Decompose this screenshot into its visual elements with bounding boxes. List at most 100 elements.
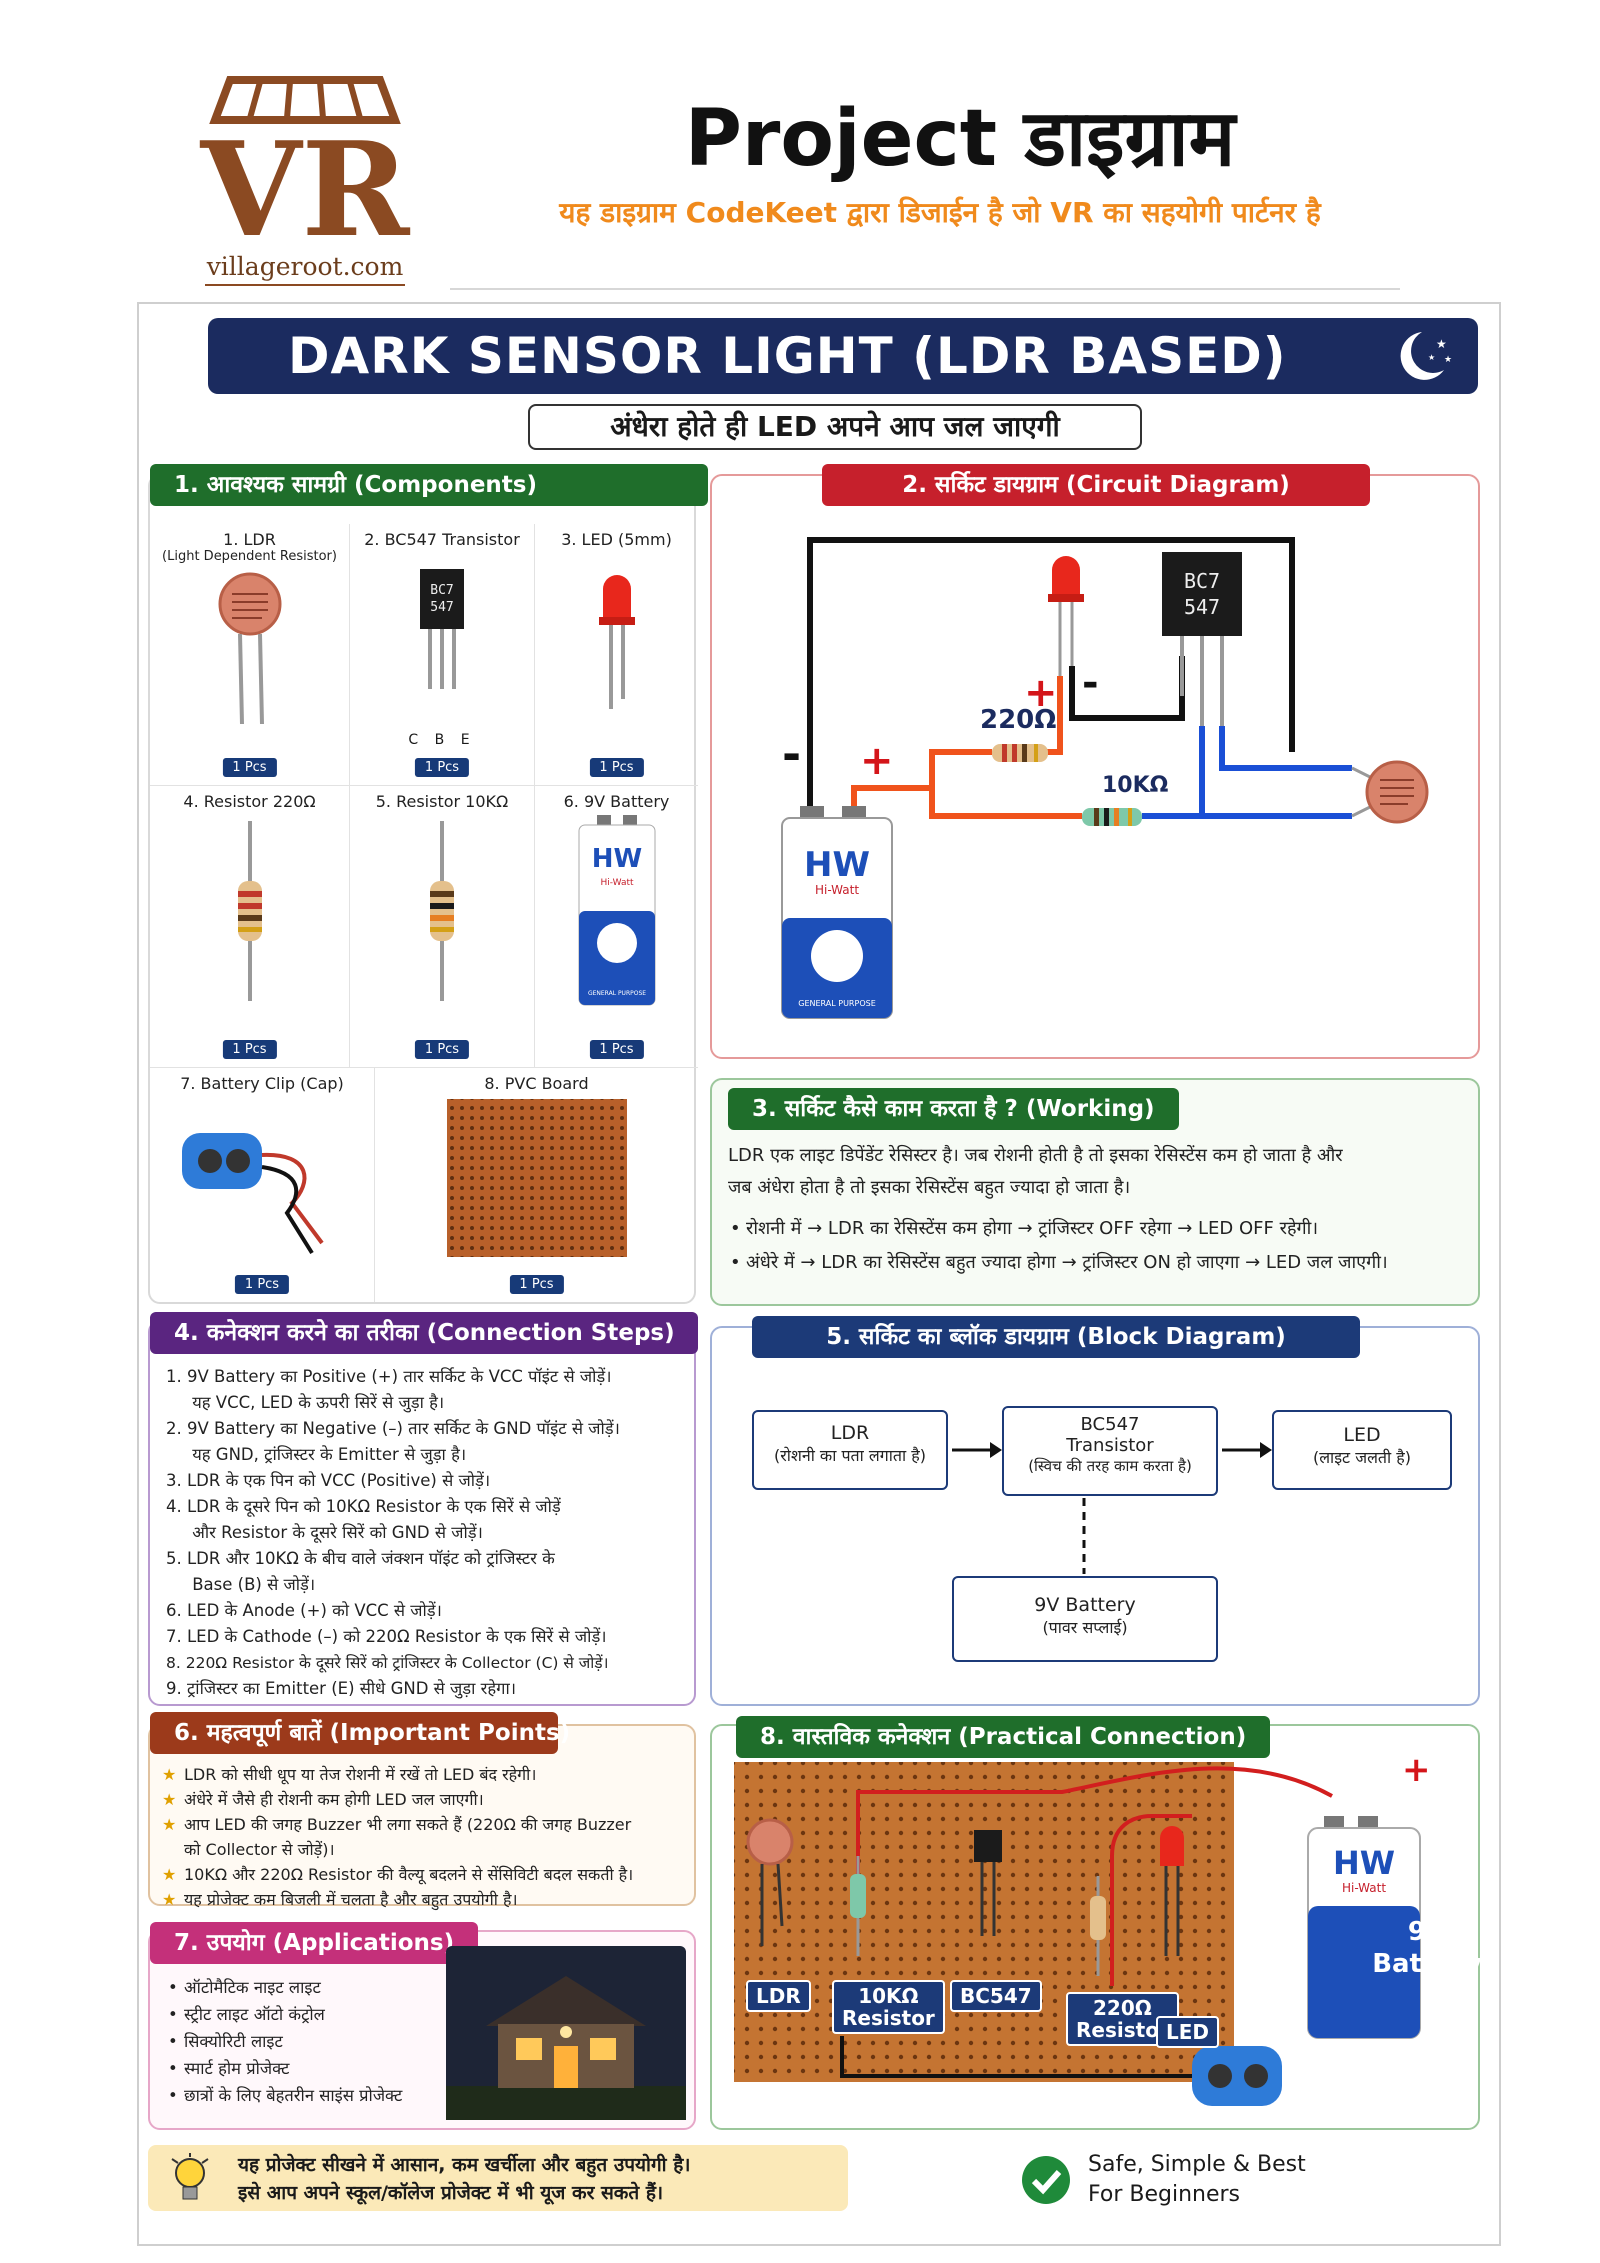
moon-icon: ★ ★ ★	[1400, 332, 1452, 380]
svg-text:+: +	[1024, 670, 1058, 716]
svg-text:10KΩ: 10KΩ	[1102, 773, 1169, 798]
component-sub: (Light Dependent Resistor)	[162, 549, 337, 564]
svg-text:GENERAL PURPOSE: GENERAL PURPOSE	[798, 999, 876, 1008]
component-resistor-10k: 5. Resistor 10KΩ 1 Pcs	[350, 786, 535, 1068]
pvc-board-icon	[446, 1099, 627, 1257]
step-line: 3. LDR के एक पिन को VCC (Positive) से जो…	[166, 1471, 491, 1490]
battery-brand: HW	[591, 844, 641, 874]
qty-badge: 1 Pcs	[509, 1275, 564, 1294]
star-icon: ★	[162, 1815, 177, 1834]
svg-text:220Ω: 220Ω	[980, 705, 1056, 735]
component-battery: 6. 9V Battery HW Hi-Watt GENERAL PURPOSE…	[535, 786, 698, 1068]
points-heading: 6. महत्वपूर्ण बातें (Important Points)	[150, 1712, 570, 1754]
poster-frame	[137, 302, 1501, 2246]
circuit-diagram: HW Hi-Watt GENERAL PURPOSE - + 220Ω + - …	[781, 537, 1429, 1019]
component-name: 8. PVC Board	[484, 1074, 589, 1093]
points-section: 6. महत्वपूर्ण बातें (Important Points) ★…	[148, 1712, 696, 1909]
step-line: 6. LED के Anode (+) को VCC से जोड़ें।	[166, 1601, 442, 1620]
practical-heading: 8. वास्तविक कनेक्शन (Practical Connectio…	[736, 1716, 1271, 1758]
step-line: 7. LED के Cathode (–) को 220Ω Resistor क…	[166, 1627, 607, 1646]
component-name: 4. Resistor 220Ω	[183, 792, 316, 811]
step-line: 8. 220Ω Resistor के दूसरे सिरें को ट्रां…	[166, 1654, 609, 1672]
block-battery: 9V Battery (पावर सप्लाई)	[952, 1576, 1218, 1662]
tag-bc547: BC547	[950, 1980, 1042, 2012]
svg-text:-: -	[782, 727, 801, 781]
qty-badge: 1 Pcs	[589, 758, 644, 777]
header-divider	[450, 288, 1400, 290]
practical-plus: +	[1402, 1750, 1431, 1790]
badge-line-2: For Beginners	[1088, 2182, 1241, 2207]
block-led-title: LED	[1343, 1424, 1381, 1446]
working-para-2: जब अंधेरा होता है तो इसका रेसिस्टेंस बहु…	[728, 1177, 1131, 1198]
component-name: 2. BC547 Transistor	[364, 530, 520, 549]
page-title: Project डाइग्राम	[684, 94, 1236, 184]
circuit-heading: 2. सर्किट डायग्राम (Circuit Diagram)	[822, 464, 1370, 506]
svg-text:Hi-Watt: Hi-Watt	[1342, 1881, 1386, 1895]
block-bat-title: 9V Battery	[1034, 1594, 1136, 1616]
list-item: अंधेरे में → LDR का रेसिस्टेंस बहुत ज्या…	[728, 1246, 1478, 1280]
practical-photo: HW Hi-Watt	[734, 1762, 1421, 2106]
point-item: को Collector से जोड़ें)।	[184, 1840, 335, 1859]
point-item: ★अंधेरे में जैसे ही रोशनी कम होगी LED जल…	[162, 1787, 692, 1812]
qty-badge: 1 Pcs	[222, 1040, 277, 1059]
qty-badge: 1 Pcs	[414, 758, 470, 777]
working-heading: 3. सर्किट कैसे काम करता है ? (Working)	[728, 1088, 1179, 1130]
block-led: LED (लाइट जलती है)	[1272, 1410, 1452, 1490]
site-url: villageroot.com	[206, 252, 404, 281]
svg-text:BC7: BC7	[430, 583, 453, 598]
point-item: ★यह प्रोजेक्ट कम बिजली में चलता है और बह…	[162, 1887, 692, 1912]
circuit-section: 2. सर्किट डायग्राम (Circuit Diagram) HW …	[710, 464, 1480, 1059]
house-night-image	[446, 1946, 686, 2120]
qty-badge: 1 Pcs	[589, 1040, 644, 1059]
applications-heading: 7. उपयोग (Applications)	[150, 1922, 479, 1964]
footer-line-1: यह प्रोजेक्ट सीखने में आसान, कम खर्चीला …	[238, 2154, 691, 2176]
svg-text:★: ★	[1428, 353, 1436, 362]
page-subtitle: यह डाइग्राम CodeKeet द्वारा डिजाईन है जो…	[559, 196, 1321, 229]
lightbulb-icon	[171, 2153, 209, 2200]
svg-text:★: ★	[1436, 337, 1448, 351]
block-tr-title: BC547	[1080, 1414, 1140, 1435]
project-banner: DARK SENSOR LIGHT (LDR BASED) PROJECT ★ …	[208, 318, 1478, 461]
svg-text:547: 547	[1184, 595, 1220, 619]
working-section: 3. सर्किट कैसे काम करता है ? (Working) L…	[710, 1078, 1480, 1306]
block-transistor: BC547 Transistor (स्विच की तरह काम करता …	[1002, 1406, 1218, 1496]
badge-line-1: Safe, Simple & Best	[1088, 2152, 1306, 2177]
component-ldr: 1. LDR (Light Dependent Resistor) 1 Pcs	[150, 524, 350, 786]
led-icon	[598, 575, 635, 709]
component-name: 1. LDR	[223, 530, 276, 549]
block-led-sub: (लाइट जलती है)	[1312, 1448, 1412, 1467]
component-name: 6. 9V Battery	[563, 792, 670, 811]
application-item: छात्रों के लिए बेहतरीन साइंस प्रोजेक्ट	[166, 2082, 446, 2109]
component-name: 7. Battery Clip (Cap)	[180, 1074, 344, 1093]
logo-underline	[205, 284, 405, 286]
tag-led: LED	[1156, 2016, 1220, 2048]
logo-letters: VR	[200, 113, 411, 266]
application-item: सिक्योरिटी लाइट	[166, 2028, 446, 2055]
block-section: 5. सर्किट का ब्लॉक डायग्राम (Block Diagr…	[710, 1316, 1480, 1706]
footer-note: यह प्रोजेक्ट सीखने में आसान, कम खर्चीला …	[148, 2145, 848, 2211]
applications-list: ऑटोमैटिक नाइट लाइट स्ट्रीट लाइट ऑटो कंट्…	[166, 1974, 446, 2109]
component-name: 5. Resistor 10KΩ	[375, 792, 509, 811]
star-icon: ★	[162, 1865, 177, 1884]
star-icon: ★	[162, 1765, 177, 1784]
tag-10k: 10KΩ Resistor	[832, 1980, 945, 2034]
svg-text:-: -	[1082, 660, 1099, 706]
point-item: ★आप LED की जगह Buzzer भी लगा सकते हैं (2…	[162, 1812, 692, 1837]
list-item: रोशनी में → LDR का रेसिस्टेंस कम होगा → …	[728, 1212, 1478, 1246]
block-arrows	[952, 1442, 1272, 1574]
block-tr-sub: (स्विच की तरह काम करता है)	[1028, 1457, 1192, 1475]
component-resistor-220: 4. Resistor 220Ω 1 Pcs	[150, 786, 350, 1068]
ldr-icon	[218, 572, 281, 725]
practical-battery-label: 9V Battery	[1372, 1917, 1482, 1979]
block-bat-sub: (पावर सप्लाई)	[1042, 1618, 1128, 1637]
footer-line-2: इसे आप अपने स्कूल/कॉलेज प्रोजेक्ट में भी…	[238, 2182, 664, 2204]
working-bullets: रोशनी में → LDR का रेसिस्टेंस कम होगा → …	[728, 1212, 1478, 1280]
practical-section: 8. वास्तविक कनेक्शन (Practical Connectio…	[710, 1716, 1482, 2130]
block-ldr: LDR (रोशनी का पता लगाता है)	[752, 1410, 948, 1490]
svg-text:Hi-Watt: Hi-Watt	[815, 883, 859, 897]
step-line: 5. LDR और 10KΩ के बीच वाले जंक्शन पॉइंट …	[166, 1549, 555, 1568]
svg-text:HW: HW	[1333, 1844, 1395, 1882]
application-item: स्मार्ट होम प्रोजेक्ट	[166, 2055, 446, 2082]
steps-heading: 4. कनेक्शन करने का तरीका (Connection Ste…	[150, 1312, 698, 1354]
components-section: 1. आवश्यक सामग्री (Components) 1. LDR (L…	[148, 464, 708, 1304]
